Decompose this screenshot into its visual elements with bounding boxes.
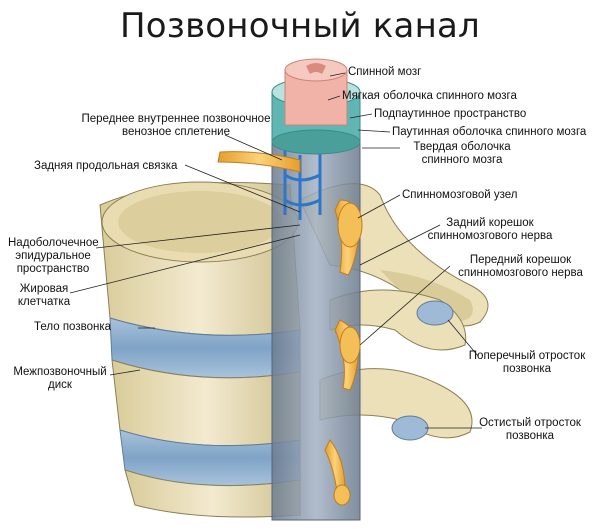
label-posterior-ligament: Задняя продольная связка: [34, 160, 178, 172]
label-fat-line1: Жировая: [19, 283, 69, 295]
label-transverse-process: Поперечный отросток позвонка: [462, 350, 592, 376]
leader-lines: [69, 72, 482, 429]
label-venous-line1: Переднее внутреннее позвоночное: [81, 113, 271, 125]
label-posterior-root-line2: спинномозгового нерва: [427, 230, 553, 242]
label-pia-mater: Мягкая оболочка спинного мозга: [342, 90, 517, 102]
spinal-nerve-roots: [217, 151, 363, 506]
label-spinous-process: Остистый отросток позвонка: [470, 417, 590, 443]
label-epidural-line3: пространство: [16, 263, 90, 275]
label-venous-line2: венозное сплетение: [121, 126, 230, 138]
label-anterior-root: Передний корешок спинномозгового нерва: [448, 254, 593, 280]
label-disc-line1: Межпозвоночный: [13, 366, 107, 378]
label-disc-line2: диск: [48, 379, 72, 391]
meninges-cylinder: [271, 58, 361, 155]
transverse-process: [329, 289, 467, 351]
label-venous-plexus: Переднее внутреннее позвоночное венозное…: [66, 113, 286, 139]
label-spinal-cord: Спинной мозг: [348, 66, 422, 78]
label-transverse-line2: позвонка: [502, 363, 552, 375]
label-vertebral-body: Тело позвонка: [34, 321, 111, 333]
page-title: Позвоночный канал: [120, 6, 480, 46]
label-epidural: Надоболочечное эпидуральное пространство: [8, 237, 99, 276]
label-epidural-line2: эпидуральное: [15, 250, 91, 262]
label-epidural-line1: Надоболочечное: [8, 237, 99, 249]
label-disc: Межпозвоночный диск: [10, 366, 110, 392]
label-posterior-root-line1: Задний корешок: [446, 217, 534, 229]
label-anterior-root-line1: Передний корешок: [469, 254, 572, 266]
vertebral-body-upper: [99, 181, 301, 336]
label-dura-line2: спинного мозга: [421, 154, 503, 166]
label-dura: Твердая оболочка спинного мозга: [402, 141, 522, 167]
label-transverse-line1: Поперечный отросток: [468, 350, 586, 362]
label-fat-line2: клетчатка: [17, 296, 71, 308]
label-posterior-root: Задний корешок спинномозгового нерва: [420, 217, 560, 243]
label-ganglion: Спинномозговой узел: [402, 189, 518, 201]
label-arachnoid: Паутинная оболочка спинного мозга: [392, 126, 587, 138]
label-spinous-line2: позвонка: [505, 430, 555, 442]
label-dura-line1: Твердая оболочка: [413, 141, 511, 153]
label-spinous-line1: Остистый отросток: [479, 417, 581, 429]
label-subarachnoid: Подпаутинное пространство: [374, 108, 527, 120]
label-fat: Жировая клетчатка: [14, 283, 74, 309]
label-anterior-root-line2: спинномозгового нерва: [458, 267, 583, 279]
